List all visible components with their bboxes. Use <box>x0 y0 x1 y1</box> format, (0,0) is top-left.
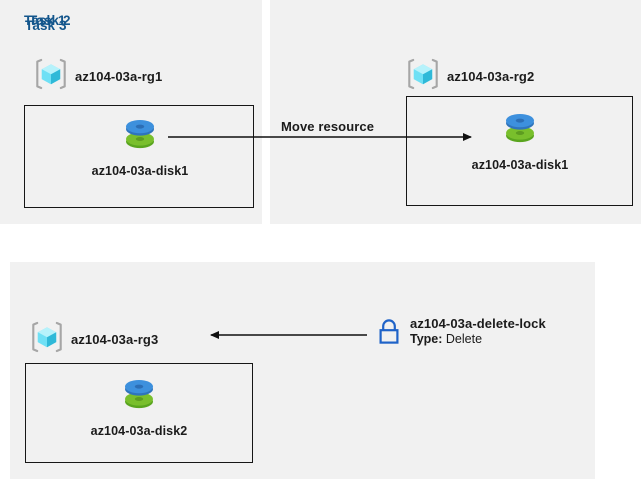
lock-text-block: az104-03a-delete-lock Type: Delete <box>410 316 546 346</box>
disk-2-node: az104-03a-disk1 <box>460 106 580 172</box>
resource-group-2: az104-03a-rg2 <box>406 57 534 96</box>
resource-group-icon <box>30 320 64 359</box>
task-1-title: Task 1 <box>24 13 66 28</box>
resource-group-3-label: az104-03a-rg3 <box>71 332 159 347</box>
disk-1-node: az104-03a-disk1 <box>80 112 200 178</box>
disk-2-label: az104-03a-disk1 <box>471 158 569 172</box>
task-3-resource-group-boundary <box>25 363 253 463</box>
task-3-panel <box>10 262 595 479</box>
task-2-title: Task 2 <box>29 13 71 28</box>
task-1-resource-group-boundary <box>24 105 254 208</box>
task-3-title: Task 3 <box>25 18 67 33</box>
managed-disk-icon <box>118 112 162 161</box>
task-2-resource-group-boundary <box>406 96 633 206</box>
lock-applies-to-arrow <box>210 331 367 339</box>
lock-type-row: Type: Delete <box>410 332 546 346</box>
disk-1-label: az104-03a-disk1 <box>91 164 189 178</box>
managed-disk-icon <box>117 372 161 421</box>
move-resource-label: Move resource <box>281 119 375 134</box>
resource-group-1-label: az104-03a-rg1 <box>75 69 163 84</box>
managed-disk-icon <box>498 106 542 155</box>
task-1-panel <box>0 0 262 224</box>
lock-name: az104-03a-delete-lock <box>410 316 546 331</box>
resource-group-icon <box>406 57 440 96</box>
delete-lock-annotation: az104-03a-delete-lock Type: Delete <box>376 316 546 352</box>
resource-group-3: az104-03a-rg3 <box>30 320 158 359</box>
lock-icon <box>376 317 402 352</box>
resource-group-1: az104-03a-rg1 <box>34 57 162 96</box>
resource-group-2-label: az104-03a-rg2 <box>447 69 535 84</box>
lock-type-value: Delete <box>445 332 483 346</box>
disk-3-node: az104-03a-disk2 <box>79 372 199 438</box>
task-2-panel <box>270 0 641 224</box>
disk-3-label: az104-03a-disk2 <box>90 424 188 438</box>
move-resource-arrow <box>168 133 472 141</box>
lock-type-key: Type: <box>410 332 443 346</box>
resource-group-icon <box>34 57 68 96</box>
